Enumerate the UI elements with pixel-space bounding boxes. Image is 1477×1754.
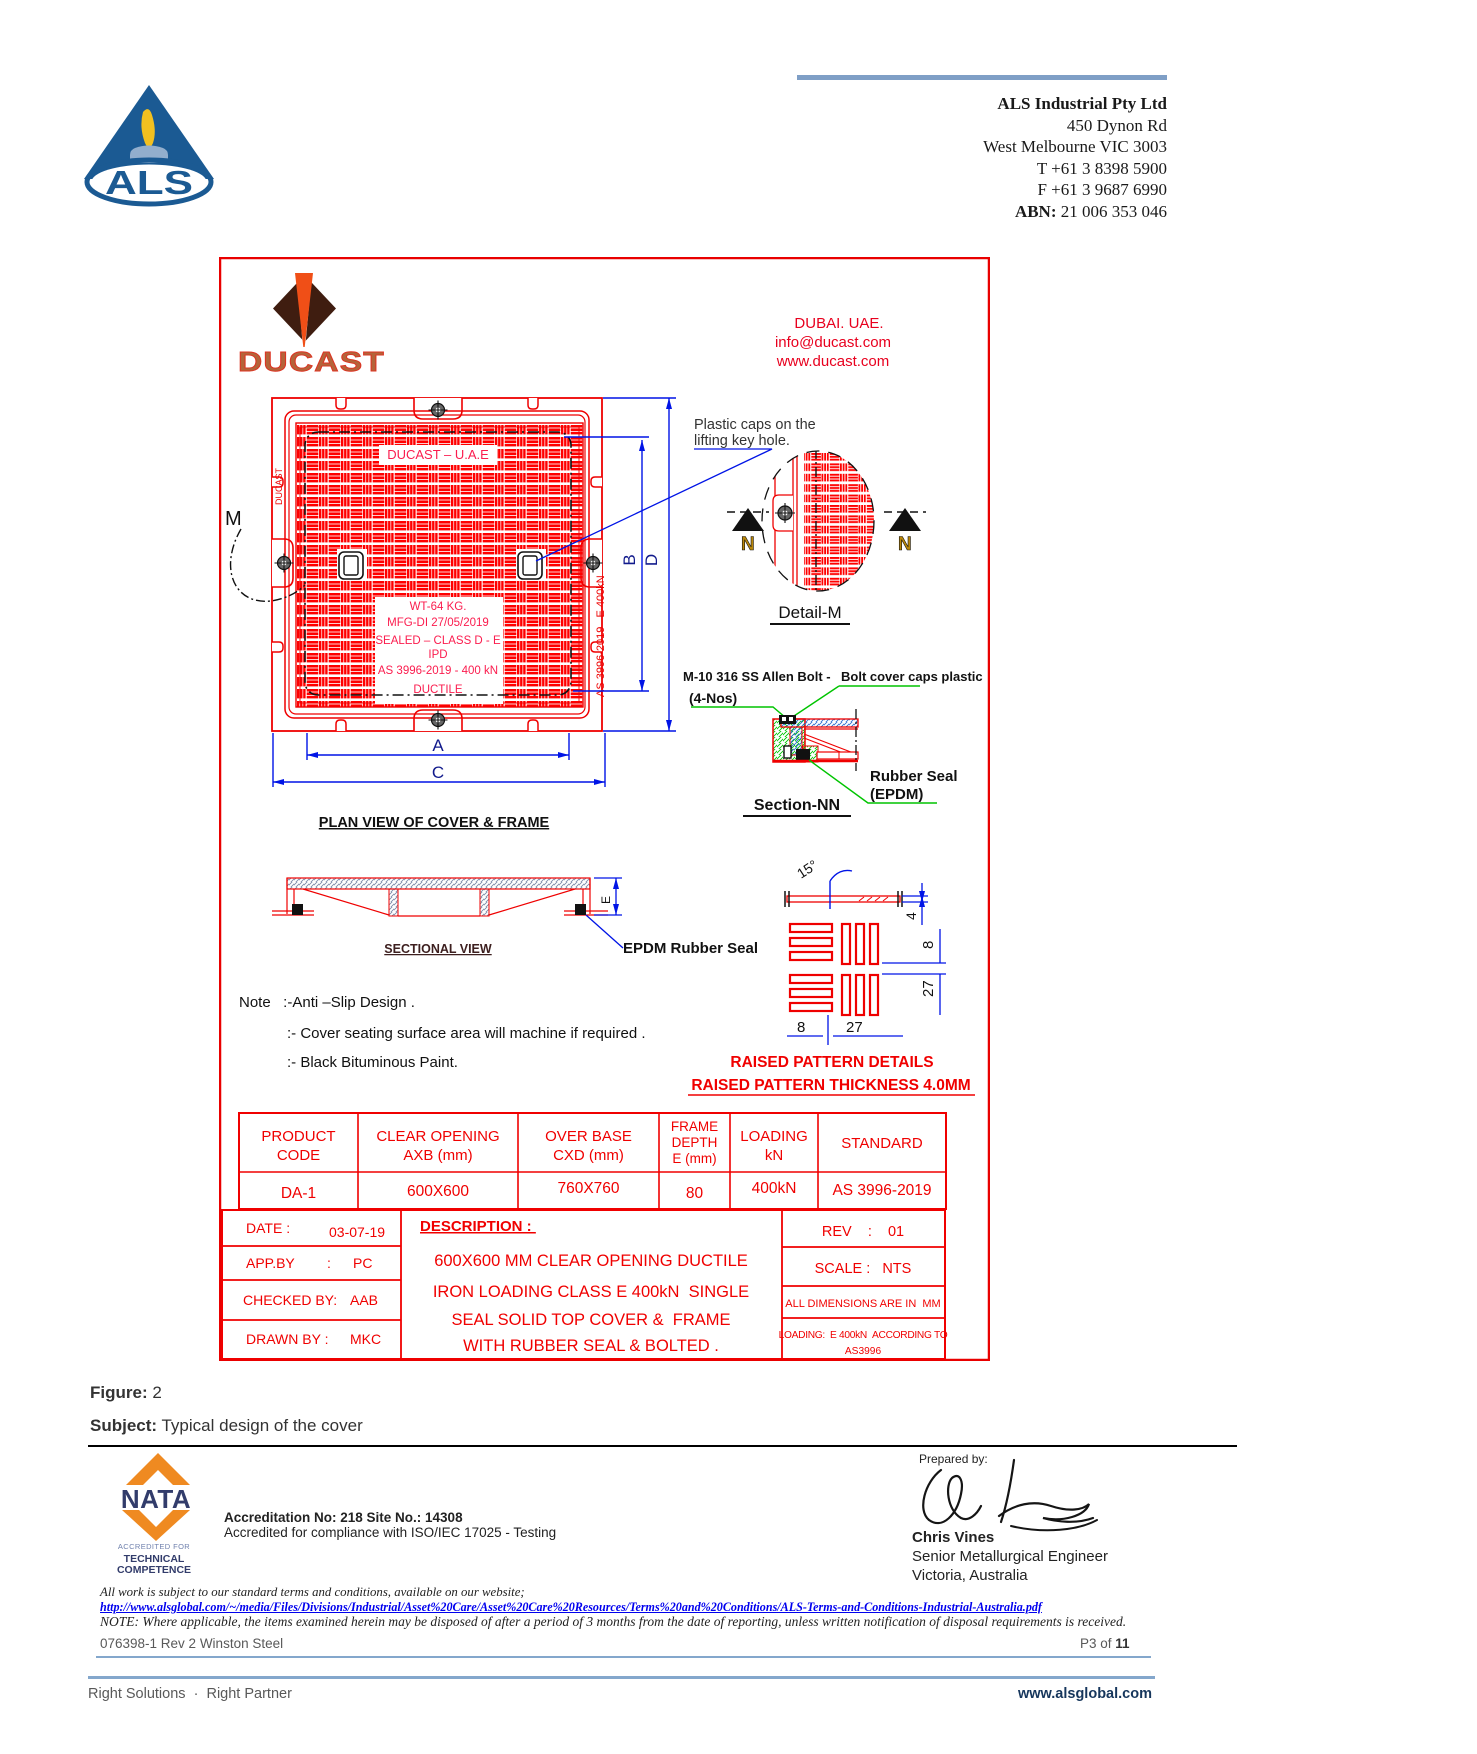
svg-text:PC: PC	[353, 1255, 372, 1271]
svg-text:LOADING: LOADING	[740, 1128, 808, 1145]
svg-text:MFG-DI 27/05/2019: MFG-DI 27/05/2019	[387, 617, 489, 629]
svg-text:CLEAR OPENING: CLEAR OPENING	[376, 1128, 499, 1145]
svg-text:DEPTH: DEPTH	[672, 1135, 718, 1150]
svg-text:B: B	[620, 554, 639, 565]
svg-text:info@ducast.com: info@ducast.com	[775, 334, 891, 351]
svg-text:DUCAST – U.A.E: DUCAST – U.A.E	[387, 447, 489, 462]
svg-text:4: 4	[903, 912, 919, 920]
svg-text:DRAWN BY :: DRAWN BY :	[246, 1331, 328, 1347]
svg-text:760X760: 760X760	[557, 1180, 619, 1197]
svg-text:REV : 01: REV : 01	[822, 1224, 904, 1240]
svg-text:IPD: IPD	[428, 649, 447, 661]
svg-text:AS 3996-2019: AS 3996-2019	[832, 1182, 931, 1199]
svg-text:AXB (mm): AXB (mm)	[403, 1147, 472, 1164]
svg-text:Detail-M: Detail-M	[778, 603, 841, 622]
svg-text:DUCAST: DUCAST	[238, 346, 385, 377]
svg-text:SEALED – CLASS D - E: SEALED – CLASS D - E	[375, 635, 501, 647]
svg-text:D: D	[642, 554, 661, 566]
svg-text:EPDM Rubber Seal: EPDM Rubber Seal	[623, 940, 758, 957]
svg-text::- Cover seating surface area: :- Cover seating surface area will machi…	[287, 1025, 646, 1042]
svg-text:8: 8	[797, 1019, 805, 1036]
svg-text::- Black Bituminous Paint.: :- Black Bituminous Paint.	[287, 1054, 458, 1071]
svg-text::: :	[327, 1255, 331, 1271]
svg-text:FRAME: FRAME	[671, 1119, 718, 1134]
svg-text:APP.BY: APP.BY	[246, 1255, 295, 1271]
svg-text:PLAN VIEW OF COVER & FRAME: PLAN VIEW OF COVER & FRAME	[319, 815, 550, 831]
svg-text:80: 80	[686, 1185, 704, 1202]
svg-text:M: M	[225, 508, 242, 530]
svg-text:kN: kN	[765, 1147, 783, 1164]
svg-text:RAISED PATTERN THICKNESS 4.0MM: RAISED PATTERN THICKNESS 4.0MM	[691, 1077, 970, 1094]
svg-text:CXD (mm): CXD (mm)	[553, 1147, 624, 1164]
svg-text:NATA: NATA	[121, 1484, 191, 1514]
svg-text:Section-NN: Section-NN	[754, 797, 840, 814]
svg-text:MKC: MKC	[350, 1331, 381, 1347]
svg-text:(EPDM): (EPDM)	[870, 786, 923, 803]
svg-text:SEAL SOLID TOP COVER & FRAME: SEAL SOLID TOP COVER & FRAME	[451, 1311, 730, 1329]
svg-text:COMPETENCE: COMPETENCE	[117, 1564, 191, 1576]
svg-text:www.ducast.com: www.ducast.com	[776, 353, 890, 370]
svg-text:lifting key hole.: lifting key hole.	[694, 433, 790, 449]
svg-text:AS 3996-2019 E 400kN: AS 3996-2019 E 400kN	[595, 575, 607, 697]
svg-text:DESCRIPTION :: DESCRIPTION :	[420, 1218, 536, 1235]
svg-text:OVER BASE: OVER BASE	[545, 1128, 632, 1145]
svg-text:ACCREDITED FOR: ACCREDITED FOR	[118, 1542, 190, 1551]
svg-text:LOADING: E 400kN ACCORDING T: LOADING: E 400kN ACCORDING TO	[779, 1330, 948, 1341]
svg-text:N: N	[741, 534, 755, 555]
svg-text:WITH RUBBER SEAL & BOLTED .: WITH RUBBER SEAL & BOLTED .	[463, 1337, 719, 1355]
svg-text:DUBAI. UAE.: DUBAI. UAE.	[794, 315, 883, 332]
svg-text:ALS: ALS	[105, 164, 193, 201]
svg-text:600X600: 600X600	[407, 1183, 469, 1200]
svg-text:DUCTILE: DUCTILE	[413, 684, 463, 696]
svg-text:SECTIONAL VIEW: SECTIONAL VIEW	[384, 942, 492, 956]
svg-text:WT-64 KG.: WT-64 KG.	[410, 601, 467, 613]
svg-text:Note :-Anti –Slip Design .: Note :-Anti –Slip Design .	[239, 994, 415, 1011]
svg-text:TECHNICAL: TECHNICAL	[124, 1553, 185, 1565]
svg-text:DATE :: DATE :	[246, 1220, 290, 1236]
svg-text:03-07-19: 03-07-19	[329, 1224, 385, 1240]
svg-text:AS 3996-2019 - 400 kN: AS 3996-2019 - 400 kN	[378, 665, 498, 677]
svg-text:DUCAST: DUCAST	[274, 467, 284, 505]
svg-text:600X600 MM CLEAR OPENING DUCTI: 600X600 MM CLEAR OPENING DUCTILE	[434, 1252, 748, 1270]
svg-text:AS3996: AS3996	[845, 1346, 882, 1357]
svg-text:Rubber Seal: Rubber Seal	[870, 768, 958, 785]
svg-text:STANDARD: STANDARD	[841, 1135, 923, 1152]
svg-text:Plastic caps on the: Plastic caps on the	[694, 417, 816, 433]
svg-text:RAISED PATTERN DETAILS: RAISED PATTERN DETAILS	[730, 1054, 933, 1071]
svg-text:AAB: AAB	[350, 1292, 378, 1308]
svg-text:DA-1: DA-1	[281, 1185, 316, 1202]
svg-text:SCALE : NTS: SCALE : NTS	[815, 1261, 912, 1277]
svg-text:27: 27	[920, 980, 937, 997]
svg-text:(4-Nos): (4-Nos)	[689, 690, 737, 706]
svg-text:CHECKED BY:: CHECKED BY:	[243, 1292, 337, 1308]
svg-text:8: 8	[920, 941, 937, 949]
svg-text:PRODUCT: PRODUCT	[261, 1128, 335, 1145]
svg-text:IRON LOADING CLASS E 400kN SI: IRON LOADING CLASS E 400kN SINGLE	[433, 1283, 749, 1301]
svg-text:C: C	[432, 763, 444, 782]
svg-text:ALL DIMENSIONS ARE IN MM: ALL DIMENSIONS ARE IN MM	[785, 1298, 940, 1310]
svg-text:A: A	[432, 736, 444, 755]
svg-text:N: N	[898, 534, 912, 555]
svg-text:27: 27	[846, 1019, 863, 1036]
svg-text:E: E	[599, 896, 613, 904]
svg-text:15°: 15°	[794, 857, 820, 882]
svg-text:CODE: CODE	[277, 1147, 320, 1164]
svg-text:E (mm): E (mm)	[672, 1151, 716, 1166]
svg-text:Bolt cover caps plastic: Bolt cover caps plastic	[841, 669, 983, 684]
svg-text:M-10 316 SS Allen Bolt -: M-10 316 SS Allen Bolt -	[683, 669, 831, 684]
svg-text:400kN: 400kN	[752, 1180, 797, 1197]
